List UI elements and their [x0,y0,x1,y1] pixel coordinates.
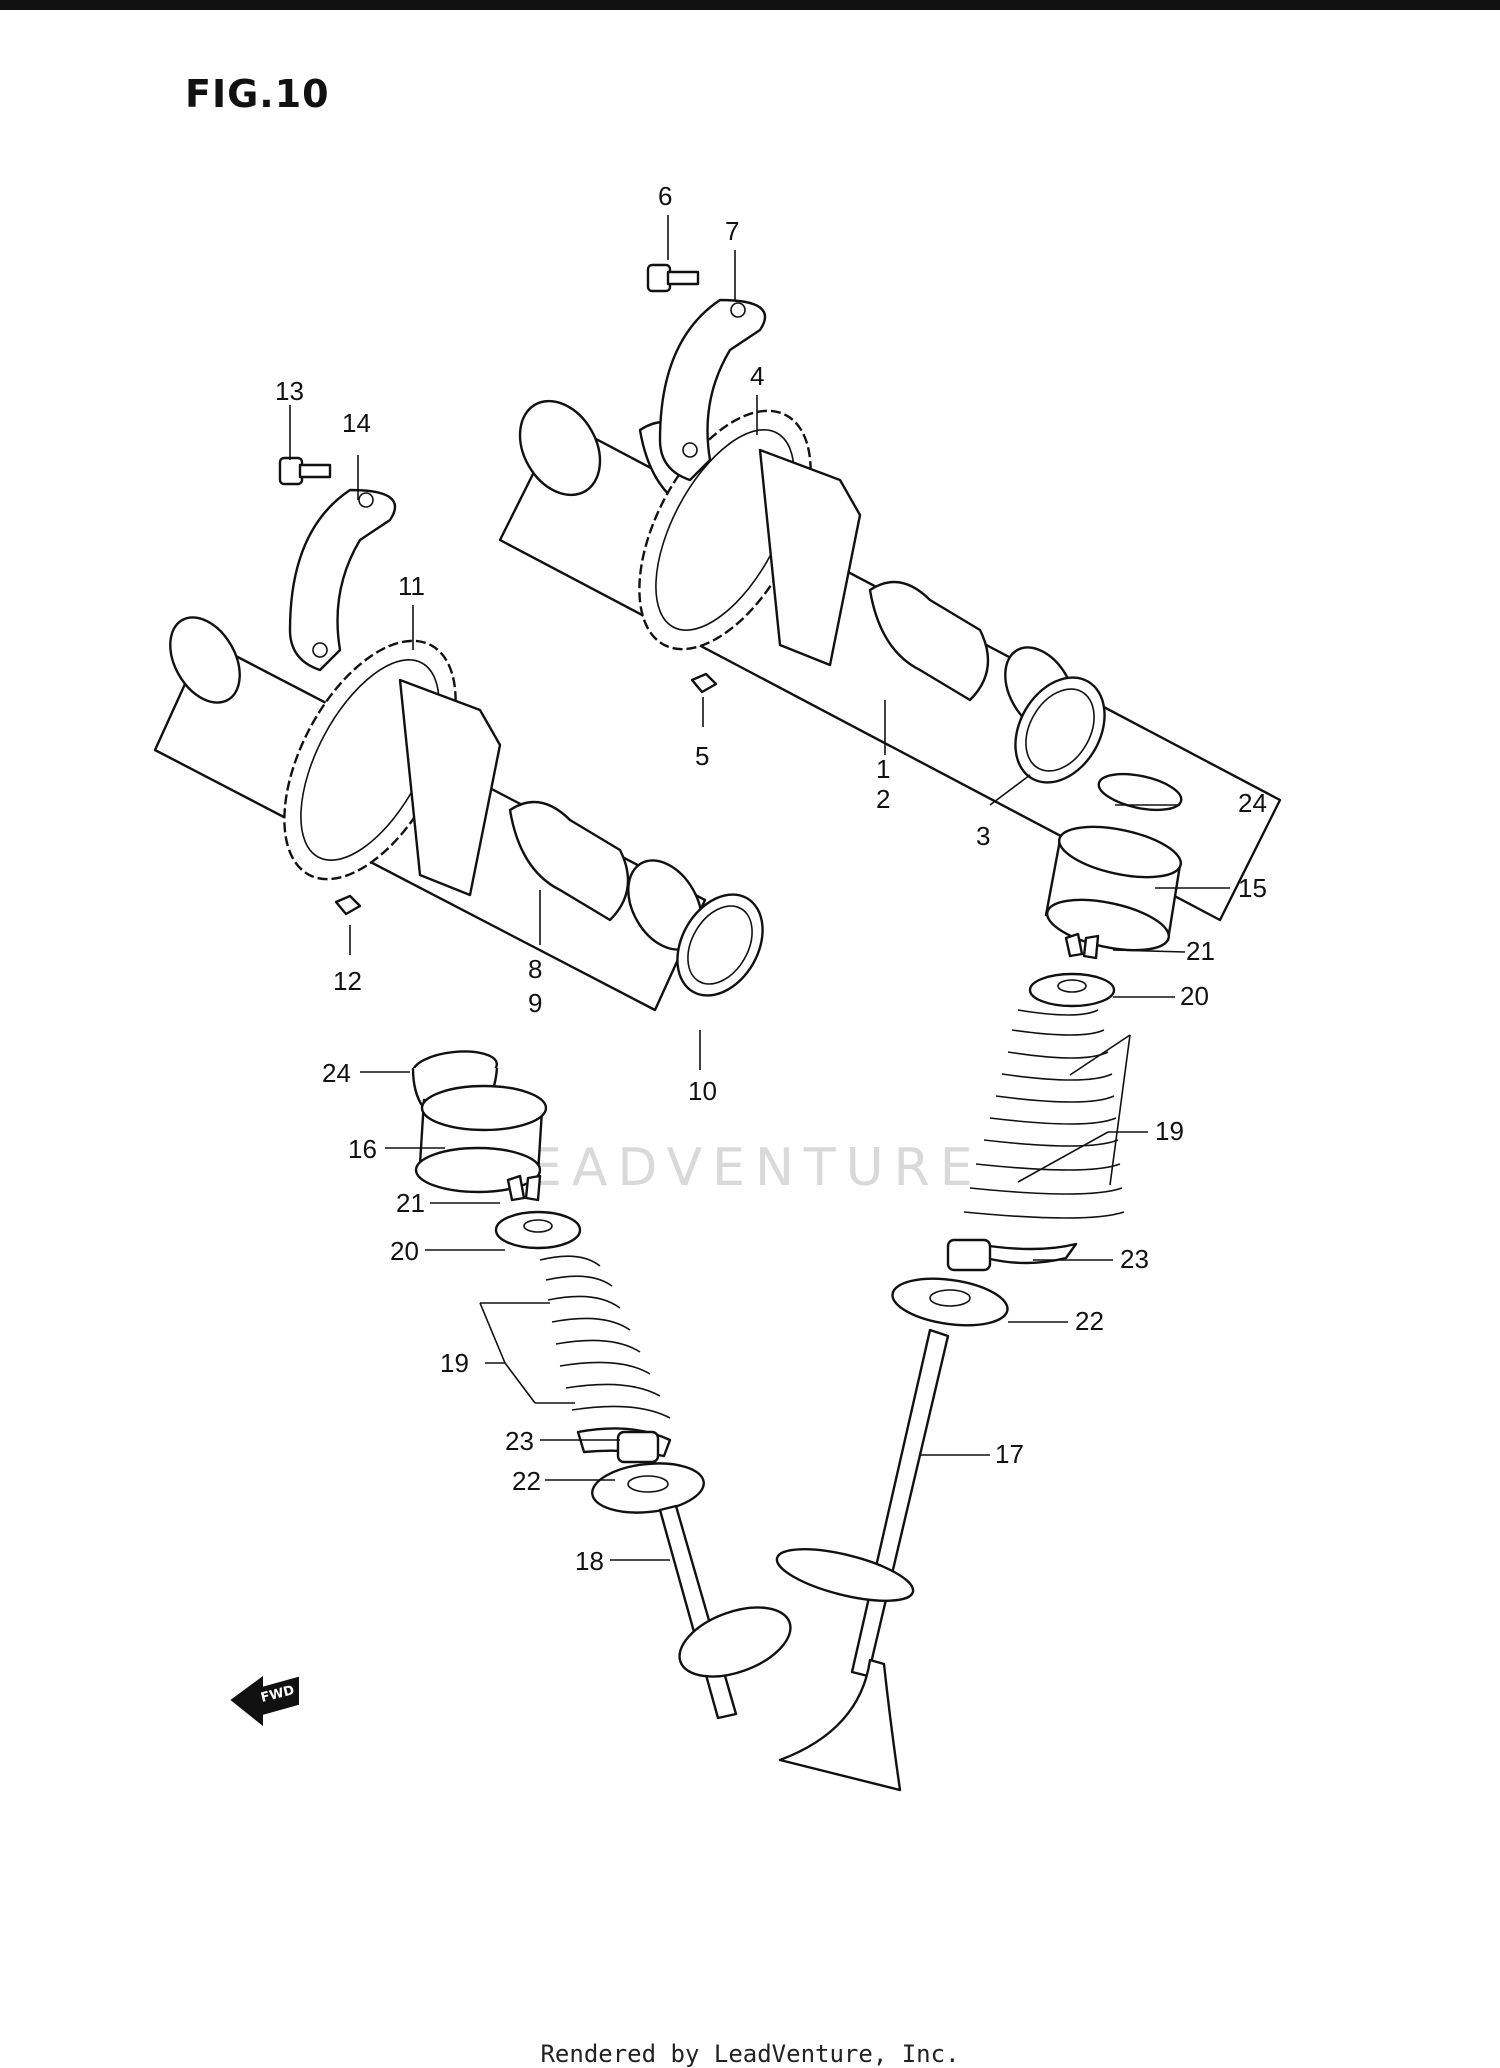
callout-22-left: 22 [512,1466,541,1496]
callout-labels: 6 7 4 5 1 2 3 24 15 21 20 19 23 22 17 13… [275,181,1267,1576]
callout-9: 9 [528,988,542,1018]
callout-1: 1 [876,754,890,784]
callout-7: 7 [725,216,739,246]
footer-credit: Rendered by LeadVenture, Inc. [540,2040,960,2068]
callout-2: 2 [876,784,890,814]
callout-12: 12 [333,966,362,996]
callout-6: 6 [658,181,672,211]
washer-3 [1014,676,1106,784]
callout-22-right: 22 [1075,1306,1104,1336]
callout-19-left: 19 [440,1348,469,1378]
callout-15: 15 [1238,873,1267,903]
tappet-15 [1044,825,1183,952]
callout-14: 14 [342,408,371,438]
watermark-text: LEADVENTURE [490,1138,983,1198]
callout-16: 16 [348,1134,377,1164]
retainer-20-left [494,1210,582,1250]
seat-22-left [591,1462,705,1514]
fwd-arrow-icon: FWD [230,1676,299,1727]
camshaft-right [498,399,1282,922]
callout-10: 10 [688,1076,717,1106]
washer-10 [676,893,764,997]
bolt-13 [278,456,332,486]
shim-24-right [1097,772,1183,812]
callout-24-left: 24 [322,1058,351,1088]
seal-23-left [616,1430,660,1464]
seat-22-right [891,1277,1009,1327]
callout-3: 3 [976,821,990,851]
callout-4: 4 [750,361,764,391]
cotter-21-left [506,1174,542,1202]
callout-24-right: 24 [1238,788,1267,818]
bolt-6 [646,263,700,293]
callout-13: 13 [275,376,304,406]
figure-title: FIG.10 [185,72,330,116]
cam-plate-left [288,488,397,672]
callout-21-right: 21 [1186,936,1215,966]
callout-8: 8 [528,954,542,984]
cam-plate-right [658,298,767,482]
callout-20-right: 20 [1180,981,1209,1011]
top-border [0,0,1500,10]
callout-23-left: 23 [505,1426,534,1456]
tappet-16 [414,1084,548,1194]
callout-21-left: 21 [396,1188,425,1218]
pin-5 [690,672,718,694]
cotter-21-right [1064,932,1100,960]
cam-sprocket-left [283,639,502,897]
callout-5: 5 [695,741,709,771]
callout-20-left: 20 [390,1236,419,1266]
seal-23-right [946,1238,992,1272]
retainer-20-right [1028,972,1116,1008]
callout-18: 18 [575,1546,604,1576]
callout-19-right: 19 [1155,1116,1184,1146]
pin-12 [334,894,362,916]
spring-19-right [963,1009,1125,1265]
leader-lines [289,215,1230,1561]
valve-17 [775,1328,950,1792]
callout-23-right: 23 [1120,1244,1149,1274]
valve-18 [658,1504,792,1720]
spring-19-left [539,1255,672,1458]
callout-17: 17 [995,1439,1024,1469]
callout-11: 11 [398,571,425,601]
